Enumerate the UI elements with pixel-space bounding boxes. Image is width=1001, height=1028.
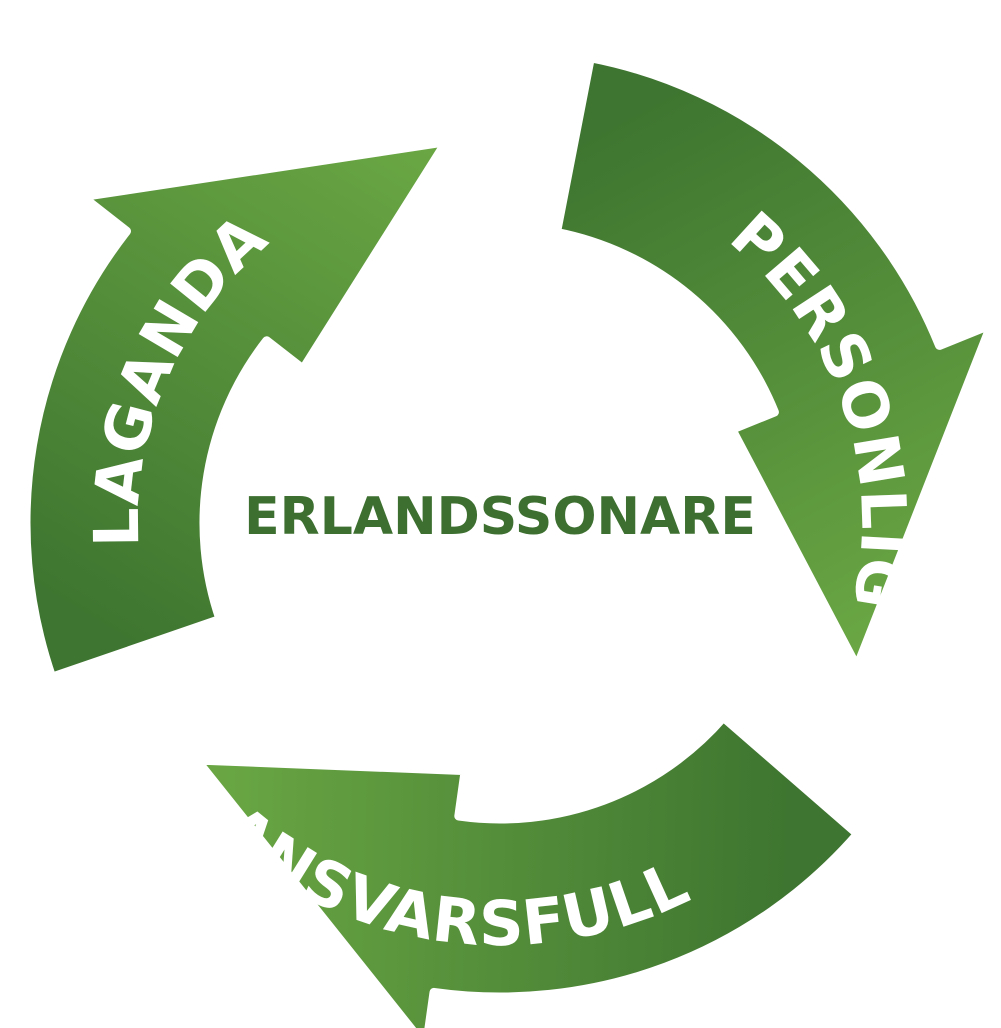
- arrow-segment-personlig: [552, 53, 996, 672]
- center-label: ERLANDSSONARE: [244, 487, 756, 547]
- cycle-arrows: [21, 53, 996, 1028]
- arrow-segment-ansvarsfull: [192, 712, 863, 1028]
- arrow-segment-laganda: [21, 137, 451, 682]
